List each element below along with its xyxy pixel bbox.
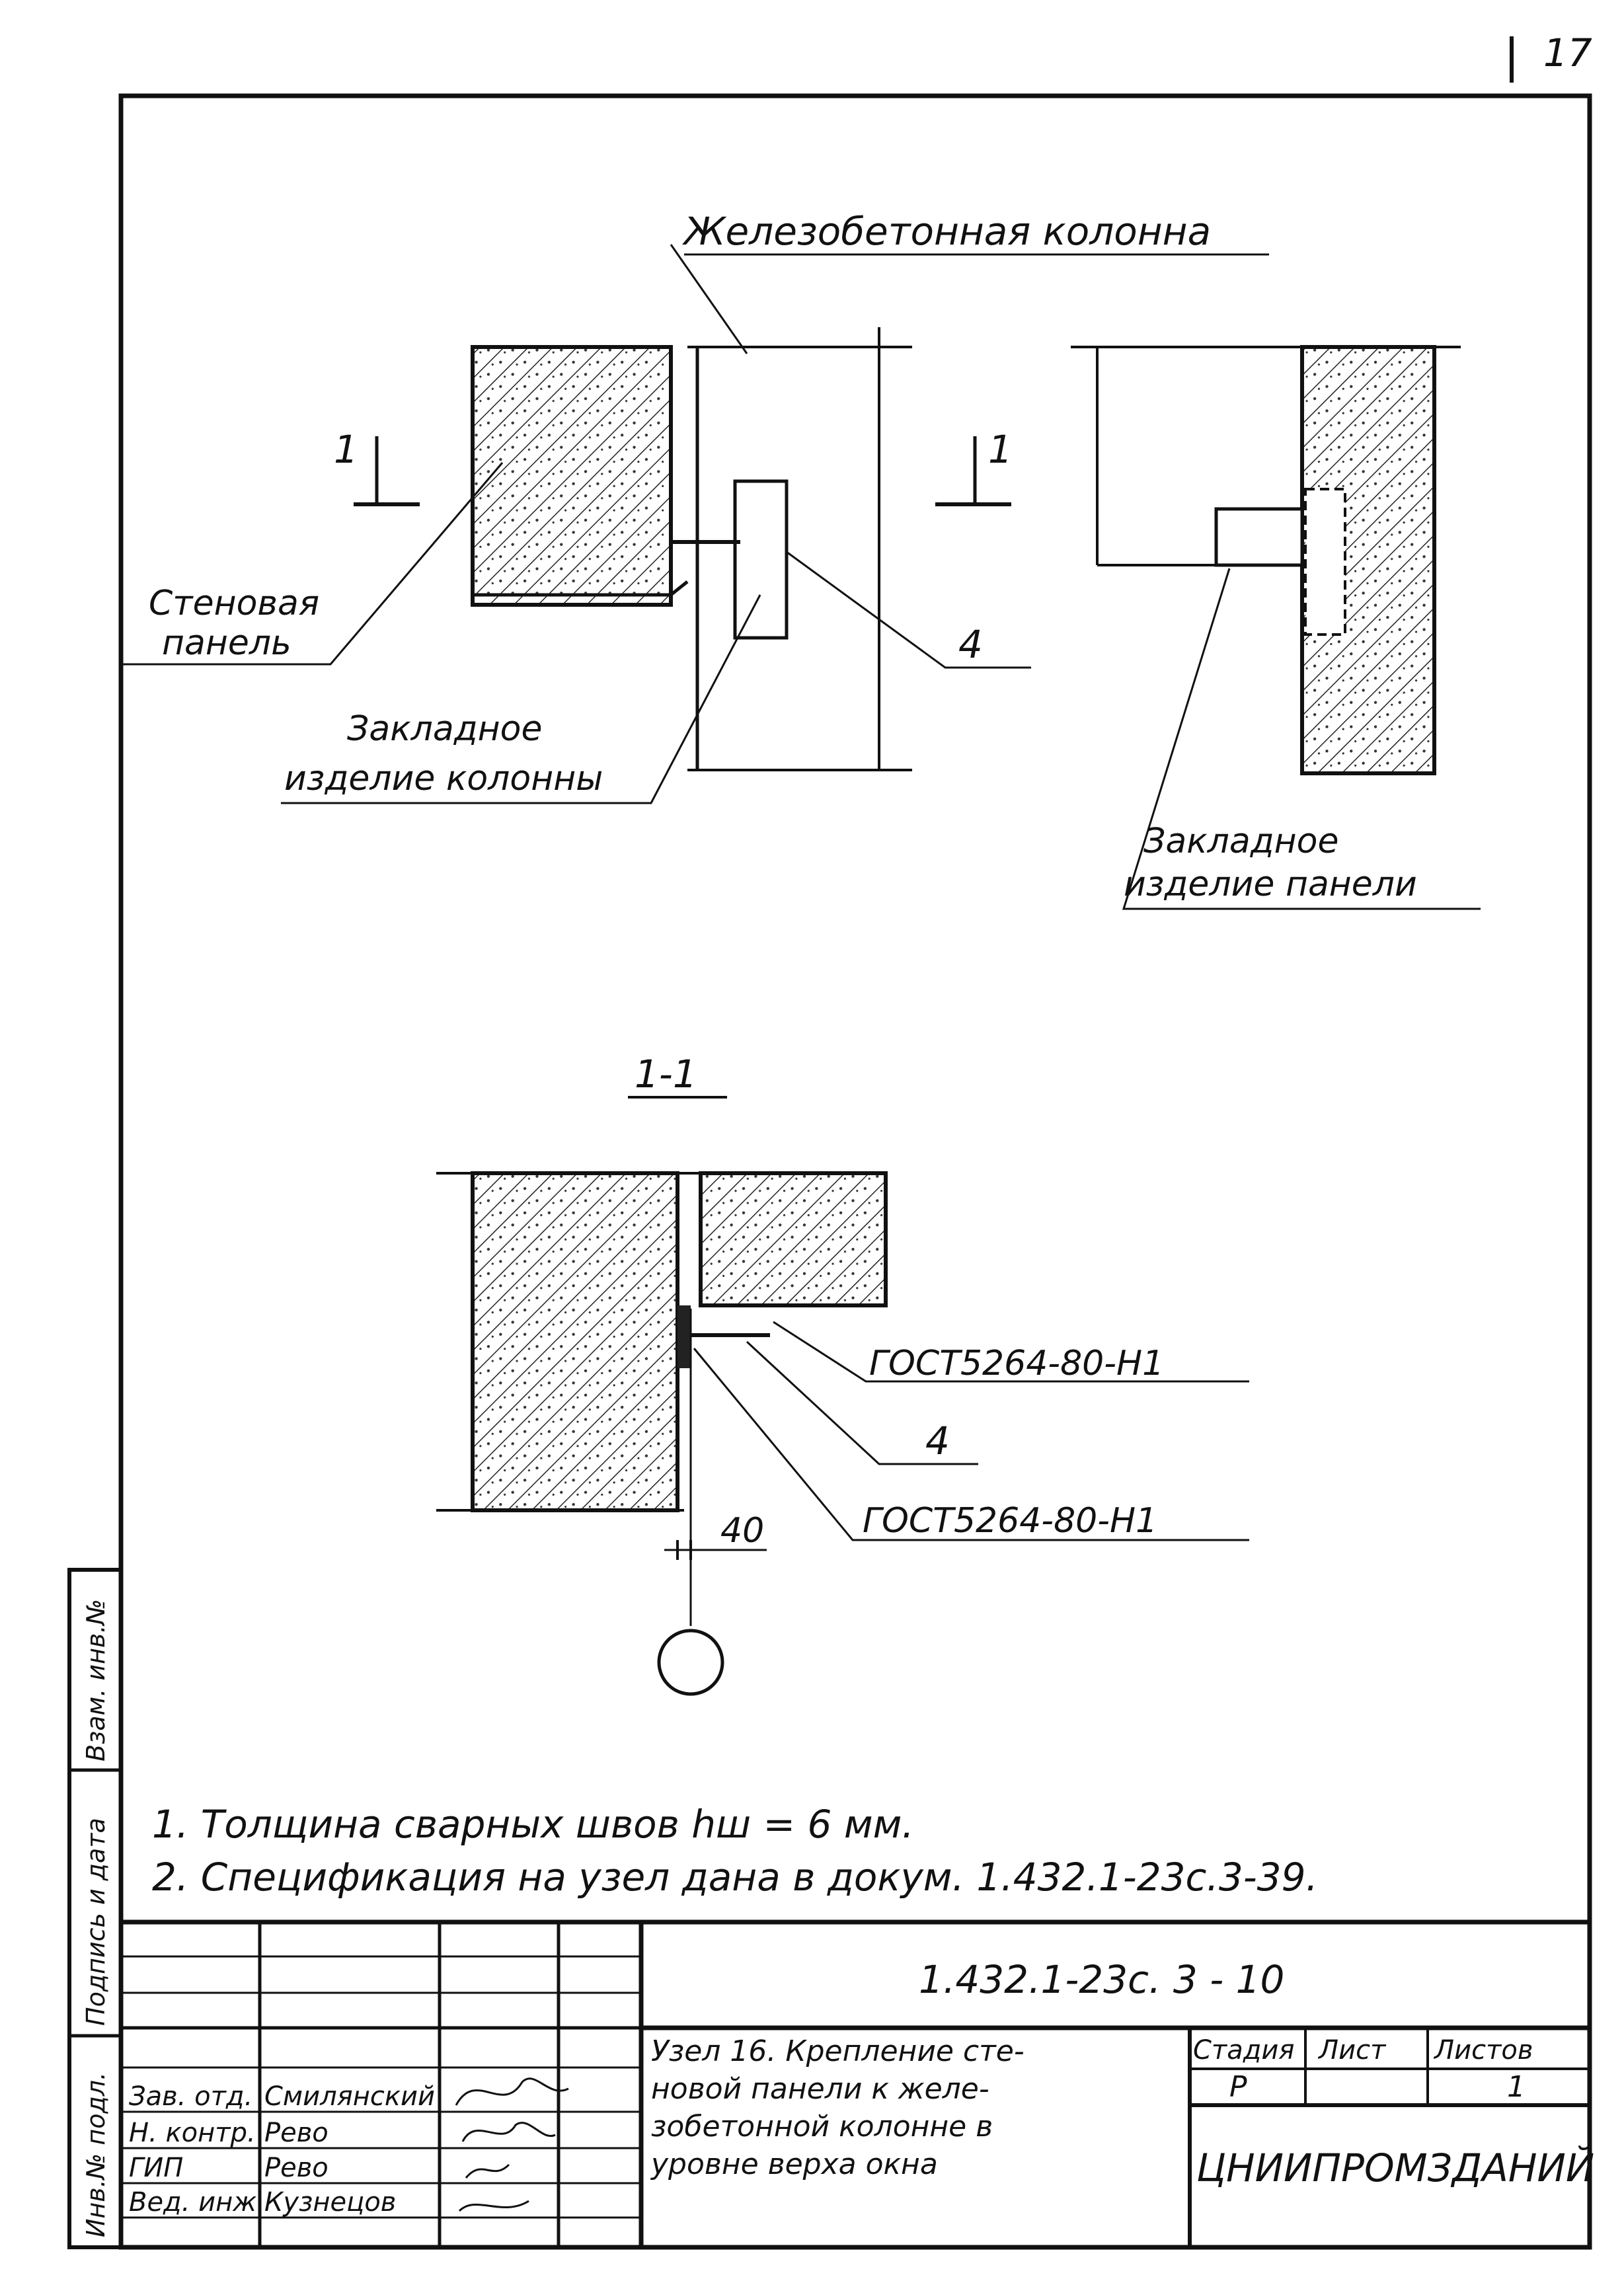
axis-marker-circle xyxy=(657,1629,724,1696)
handwritten-signatures xyxy=(455,2077,569,2212)
column-embed-label-2: изделие колонны xyxy=(284,759,603,798)
sig-role-1: Зав. отд. xyxy=(129,2081,252,2112)
title-desc-4: уровне верха окна xyxy=(650,2147,938,2181)
sheet-number: 17 xyxy=(1543,30,1592,75)
column-embed-label-1: Закладное xyxy=(347,709,542,749)
section-1-1 xyxy=(436,1171,1249,1696)
item-ref-top: 4 xyxy=(958,622,983,667)
title-desc-1: Узел 16. Крепление сте- xyxy=(651,2034,1025,2068)
sig-name-3: Рево xyxy=(264,2153,329,2183)
stage-header: Стадия xyxy=(1193,2035,1294,2066)
sig-name-2: Рево xyxy=(264,2118,329,2148)
panel-embed-label-1: Закладное xyxy=(1143,822,1338,861)
column-cut xyxy=(699,1171,888,1307)
item-ref-section: 4 xyxy=(925,1418,950,1463)
note-1: 1. Толщина сварных швов hш = 6 мм. xyxy=(152,1802,914,1847)
column-embed-plate xyxy=(733,479,789,640)
title-block xyxy=(121,1919,1590,2247)
weld-ref-upper: ГОСТ5264-80-Н1 xyxy=(869,1344,1164,1383)
dimension-40: 40 xyxy=(720,1511,764,1551)
sig-name-1: Смилянский xyxy=(264,2081,435,2112)
sig-role-4: Вед. инж. xyxy=(129,2187,265,2218)
top-left-view: 1 1 xyxy=(122,244,1031,804)
organization: ЦНИИПРОМЗДАНИЙ xyxy=(1196,2145,1594,2190)
side-strip-replace: Взам. инв.№ xyxy=(81,1599,110,1761)
wall-panel-cut xyxy=(471,1171,679,1512)
top-right-view xyxy=(1071,345,1481,910)
section-title: 1-1 xyxy=(635,1052,697,1097)
sig-role-3: ГИП xyxy=(129,2153,183,2183)
sheets-header: Листов xyxy=(1433,2035,1533,2066)
doc-code: 1.432.1-23с. 3 - 10 xyxy=(919,1957,1284,2002)
title-desc-3: зобетонной колонне в xyxy=(651,2110,993,2144)
panel-embed-plate xyxy=(1214,507,1304,567)
wall-panel-label-2: панель xyxy=(162,623,291,663)
section-mark-left: 1 xyxy=(334,427,358,472)
sheet-header: Лист xyxy=(1317,2035,1387,2066)
column-label: Железобетонная колонна xyxy=(682,209,1211,254)
sheets-value: 1 xyxy=(1507,2070,1526,2104)
title-desc-2: новой панели к желе- xyxy=(651,2072,989,2106)
side-strip-inv: Инв.№ подл. xyxy=(81,2072,110,2237)
side-strip-sign: Подпись и дата xyxy=(81,1818,110,2026)
note-2: 2. Спецификация на узел дана в докум. 1.… xyxy=(152,1855,1318,1900)
stage-value: Р xyxy=(1229,2070,1247,2104)
sig-name-4: Кузнецов xyxy=(264,2187,396,2218)
weld-ref-lower: ГОСТ5264-80-Н1 xyxy=(863,1501,1157,1541)
wall-panel-label-1: Стеновая xyxy=(149,584,319,623)
panel-embed-label-2: изделие панели xyxy=(1124,865,1417,904)
drawing-frame xyxy=(118,93,1592,2250)
section-mark-right: 1 xyxy=(988,427,1013,472)
sig-role-2: Н. контр. xyxy=(129,2118,256,2148)
side-strip: Инв.№ подл. Подпись и дата Взам. инв.№ xyxy=(67,1568,123,2249)
wall-panel-section xyxy=(471,345,673,607)
